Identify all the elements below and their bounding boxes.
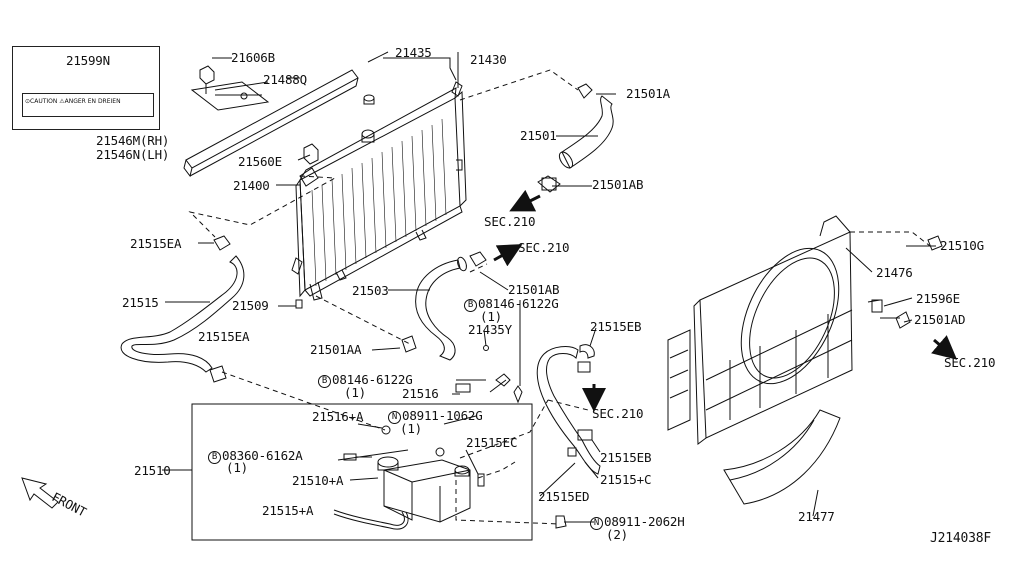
part-label-21515EA-mid: 21515EA: [198, 329, 250, 344]
part-label-21596E: 21596E: [916, 291, 960, 306]
part-label-21516: 21516: [402, 386, 439, 401]
part-label-21501AA: 21501AA: [310, 342, 362, 357]
part-number-08146-top: 08146-6122G: [478, 296, 559, 311]
part-label-21476: 21476: [876, 265, 913, 280]
part-label-21515EC: 21515EC: [466, 435, 518, 450]
sec-210-label-c: SEC.210: [592, 406, 644, 421]
overflow-hose: [536, 344, 601, 475]
part-label-21501AD: 21501AD: [914, 312, 966, 327]
part-label-21606B: 21606B: [231, 50, 275, 65]
part-label-21509: 21509: [232, 298, 269, 313]
part-label-21501A: 21501A: [626, 86, 670, 101]
part-label-21503: 21503: [352, 283, 389, 298]
upper-hose: [537, 83, 614, 193]
radiator-core: [291, 81, 467, 301]
reservoir-hose: [120, 235, 245, 383]
quantity-08146-top: (1): [480, 309, 502, 324]
label-legend-box: [12, 46, 160, 130]
part-label-21515EB-top: 21515EB: [590, 319, 642, 334]
part-label-21515: 21515: [122, 295, 159, 310]
part-number-08911-1062G: 08911-1062G: [402, 408, 483, 423]
fan-shroud: [667, 215, 853, 445]
part-number-08911-2062H: 08911-2062H: [604, 514, 685, 529]
part-label-21477: 21477: [798, 509, 835, 524]
part-label-21501: 21501: [520, 128, 557, 143]
part-label-21515C: 21515+C: [600, 472, 652, 487]
part-label-21400: 21400: [233, 178, 270, 193]
part-label-21560E: 21560E: [238, 154, 282, 169]
part-label-21430: 21430: [470, 52, 507, 67]
caution-plate-text: ⊙CAUTION ⚠ANGER EN DREIEN: [25, 98, 121, 105]
quantity-08911-2062H: (2): [606, 527, 628, 542]
part-label-21546N: 21546N(LH): [96, 147, 170, 162]
sec-210-label-a: SEC.210: [484, 214, 536, 229]
part-label-21546M: 21546M(RH): [96, 133, 170, 148]
part-label-21515A: 21515+A: [262, 503, 314, 518]
reservoir-box: [191, 403, 533, 541]
part-label-21510G: 21510G: [940, 238, 984, 253]
sec-210-label-d: SEC.210: [944, 355, 996, 370]
front-arrow: [21, 477, 59, 509]
part-label-21516A: 21516+A: [312, 409, 364, 424]
quantity-08911-1062G: (1): [400, 421, 422, 436]
reservoir-tank: [333, 425, 485, 530]
b-circle-symbol: B: [208, 451, 221, 464]
lower-hose: [401, 251, 487, 361]
part-label-21501AB-top: 21501AB: [592, 177, 644, 192]
part-number-08146-left: 08146-6122G: [332, 372, 413, 387]
part-label-21599N: 21599N: [66, 53, 110, 68]
fan-guard: [723, 409, 841, 505]
b-circle-symbol: B: [464, 299, 477, 312]
part-label-21515ED: 21515ED: [538, 489, 590, 504]
caution-label: [190, 81, 270, 111]
n-circle-symbol: N: [590, 517, 603, 530]
part-label-21435Y: 21435Y: [468, 322, 512, 337]
part-label-21510A: 21510+A: [292, 473, 344, 488]
part-number-08360-6162A: 08360-6162A: [222, 448, 303, 463]
b-circle-symbol: B: [318, 375, 331, 388]
part-label-21515EA-top: 21515EA: [130, 236, 182, 251]
n-circle-symbol: N: [388, 411, 401, 424]
seal-strip: [183, 69, 359, 178]
part-label-21515EB-bot: 21515EB: [600, 450, 652, 465]
part-label-21501AB-mid: 21501AB: [508, 282, 560, 297]
quantity-08360-6162A: (1): [226, 460, 248, 475]
sec-210-label-b: SEC.210: [518, 240, 570, 255]
caution-plate: ⊙CAUTION ⚠ANGER EN DREIEN: [22, 93, 154, 117]
part-label-21435: 21435: [395, 45, 432, 60]
part-label-21510: 21510: [134, 463, 171, 478]
part-label-21488Q: 21488Q: [263, 72, 307, 87]
quantity-08146-left: (1): [344, 385, 366, 400]
diagram-reference-id: J214038F: [930, 531, 992, 546]
